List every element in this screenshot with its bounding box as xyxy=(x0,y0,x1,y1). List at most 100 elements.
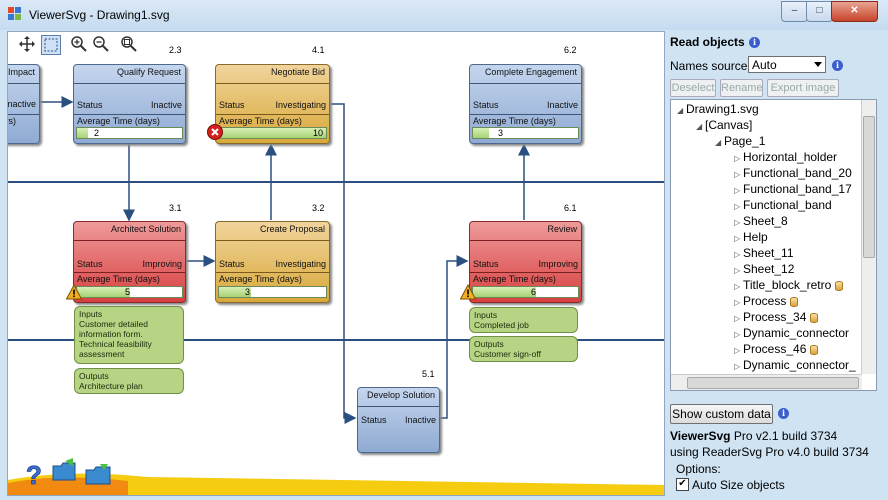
database-icon xyxy=(790,296,799,307)
process-negotiate-bid[interactable]: Negotiate Bid Status Investigating Avera… xyxy=(215,64,330,144)
collapsed-triangle-icon[interactable]: ▷ xyxy=(734,298,741,307)
auto-size-label: Auto Size objects xyxy=(692,478,785,492)
expanded-triangle-icon[interactable]: ◢ xyxy=(677,106,684,115)
warning-icon xyxy=(460,284,476,300)
progress-fill xyxy=(77,287,130,297)
rename-button[interactable]: Rename xyxy=(720,79,763,97)
tree-item[interactable]: ▷Dynamic_connector xyxy=(734,326,850,340)
collapsed-triangle-icon[interactable]: ▷ xyxy=(734,170,741,179)
zoom-in-icon[interactable] xyxy=(70,35,88,53)
inputs-note: Inputs Customer detailed information for… xyxy=(74,306,184,364)
process-review[interactable]: Review Status Improving Average Time (da… xyxy=(469,221,582,303)
process-complete-engagement[interactable]: Complete Engagement Status Inactive Aver… xyxy=(469,64,582,144)
deselect-button[interactable]: Deselect xyxy=(670,79,716,97)
database-icon xyxy=(835,280,844,291)
tree-item[interactable]: ▷Process_46 xyxy=(734,342,819,358)
help-icon[interactable]: ? xyxy=(24,460,46,490)
tree-item[interactable]: ▷Title_block_retro xyxy=(734,278,844,294)
collapsed-triangle-icon[interactable]: ▷ xyxy=(734,186,741,195)
tree-item[interactable]: ▷Functional_band xyxy=(734,198,832,212)
folder-icon[interactable] xyxy=(51,458,79,484)
info-icon[interactable]: i xyxy=(832,60,843,71)
info-icon[interactable]: i xyxy=(749,37,760,48)
export-image-button[interactable]: Export image xyxy=(767,79,839,97)
object-tree[interactable]: ◢Drawing1.svg ◢[Canvas] ◢Page_1 ▷Horizontal… xyxy=(670,99,877,391)
progress-bar: 3 xyxy=(218,286,327,298)
process-create-proposal[interactable]: Create Proposal Status Investigating Ave… xyxy=(215,221,330,303)
progress-bar: 2 xyxy=(76,127,183,139)
tree-item[interactable]: ▷Dynamic_connector_ xyxy=(734,358,856,372)
progress-bar: 3 xyxy=(472,127,579,139)
collapsed-triangle-icon[interactable]: ▷ xyxy=(734,234,741,243)
step-number: 6.2 xyxy=(564,45,577,55)
collapsed-triangle-icon[interactable]: ▷ xyxy=(734,314,741,323)
step-number: 3.2 xyxy=(312,203,325,213)
tree-item[interactable]: ▷Functional_band_17 xyxy=(734,182,852,196)
collapsed-triangle-icon[interactable]: ▷ xyxy=(734,346,741,355)
maximize-button[interactable]: □ xyxy=(806,1,833,22)
info-icon[interactable]: i xyxy=(778,408,789,419)
zoom-out-icon[interactable] xyxy=(92,35,110,53)
outputs-note: Outputs Customer sign-off xyxy=(469,336,578,362)
svg-text:?: ? xyxy=(26,460,42,490)
app-icon xyxy=(8,7,21,20)
warning-icon xyxy=(66,284,82,300)
outputs-note: Outputs Architecture plan xyxy=(74,368,184,394)
progress-bar: 10 xyxy=(218,127,327,139)
process-develop-solution[interactable]: Develop Solution Status Inactive xyxy=(357,387,440,453)
folder-icon[interactable] xyxy=(84,462,114,486)
process-impact[interactable]: l Impact Inactive ays) xyxy=(8,64,40,144)
collapsed-triangle-icon[interactable]: ▷ xyxy=(734,330,741,339)
zoom-fit-icon[interactable] xyxy=(120,35,138,53)
progress-fill xyxy=(473,287,536,297)
tree-item[interactable]: ▷Horizontal_holder xyxy=(734,150,838,164)
database-icon xyxy=(810,344,819,355)
close-button[interactable]: ✕ xyxy=(831,1,878,22)
collapsed-triangle-icon[interactable]: ▷ xyxy=(734,202,741,211)
tree-item[interactable]: ▷Process xyxy=(734,294,799,310)
error-icon xyxy=(207,124,223,140)
expanded-triangle-icon[interactable]: ◢ xyxy=(715,138,722,147)
process-architect-solution[interactable]: Architect Solution Status Improving Aver… xyxy=(73,221,186,303)
title-bar: ViewerSvg - Drawing1.svg – □ ✕ xyxy=(0,0,888,30)
inputs-note: Inputs Completed job xyxy=(469,307,578,333)
show-custom-data-button[interactable]: Show custom data xyxy=(670,404,773,424)
names-source-label: Names source: xyxy=(670,59,751,73)
process-qualify-request[interactable]: Qualify Request Status Inactive Average … xyxy=(73,64,186,144)
tree-item[interactable]: ▷Functional_band_20 xyxy=(734,166,852,180)
read-objects-panel: Read objects i Names source: Auto i Dese… xyxy=(667,31,884,494)
tree-item[interactable]: ◢Page_1 xyxy=(715,134,766,148)
select-icon[interactable] xyxy=(41,35,61,55)
minimize-button[interactable]: – xyxy=(781,1,808,22)
panel-title: Read objects xyxy=(670,35,745,49)
tree-horizontal-scrollbar[interactable] xyxy=(671,374,862,390)
names-source-select[interactable]: Auto xyxy=(748,56,826,73)
pan-icon[interactable] xyxy=(18,35,36,53)
drawing-canvas[interactable]: 2.3 4.1 6.2 3.1 3.2 6.1 5.1 l Impact Ina… xyxy=(7,31,665,496)
auto-size-checkbox[interactable]: ✔ xyxy=(676,478,689,491)
collapsed-triangle-icon[interactable]: ▷ xyxy=(734,218,741,227)
progress-fill xyxy=(219,287,252,297)
collapsed-triangle-icon[interactable]: ▷ xyxy=(734,266,741,275)
tree-item[interactable]: ▷Sheet_8 xyxy=(734,214,788,228)
tree-item[interactable]: ▷Sheet_11 xyxy=(734,246,794,260)
progress-fill xyxy=(77,128,88,138)
step-number: 5.1 xyxy=(422,369,435,379)
progress-fill xyxy=(219,128,326,138)
step-number: 4.1 xyxy=(312,45,325,55)
collapsed-triangle-icon[interactable]: ▷ xyxy=(734,250,741,259)
tree-item[interactable]: ◢[Canvas] xyxy=(696,118,753,132)
tree-item[interactable]: ▷Sheet_12 xyxy=(734,262,795,276)
database-icon xyxy=(810,312,819,323)
collapsed-triangle-icon[interactable]: ▷ xyxy=(734,282,741,291)
tree-vertical-scrollbar[interactable] xyxy=(861,100,876,374)
expanded-triangle-icon[interactable]: ◢ xyxy=(696,122,703,131)
tree-item[interactable]: ▷Help xyxy=(734,230,768,244)
chevron-down-icon xyxy=(814,62,822,67)
tree-item[interactable]: ◢Drawing1.svg xyxy=(677,102,759,116)
progress-bar: 5 xyxy=(76,286,183,298)
tree-item[interactable]: ▷Process_34 xyxy=(734,310,819,326)
collapsed-triangle-icon[interactable]: ▷ xyxy=(734,362,741,371)
collapsed-triangle-icon[interactable]: ▷ xyxy=(734,154,741,163)
step-number: 6.1 xyxy=(564,203,577,213)
